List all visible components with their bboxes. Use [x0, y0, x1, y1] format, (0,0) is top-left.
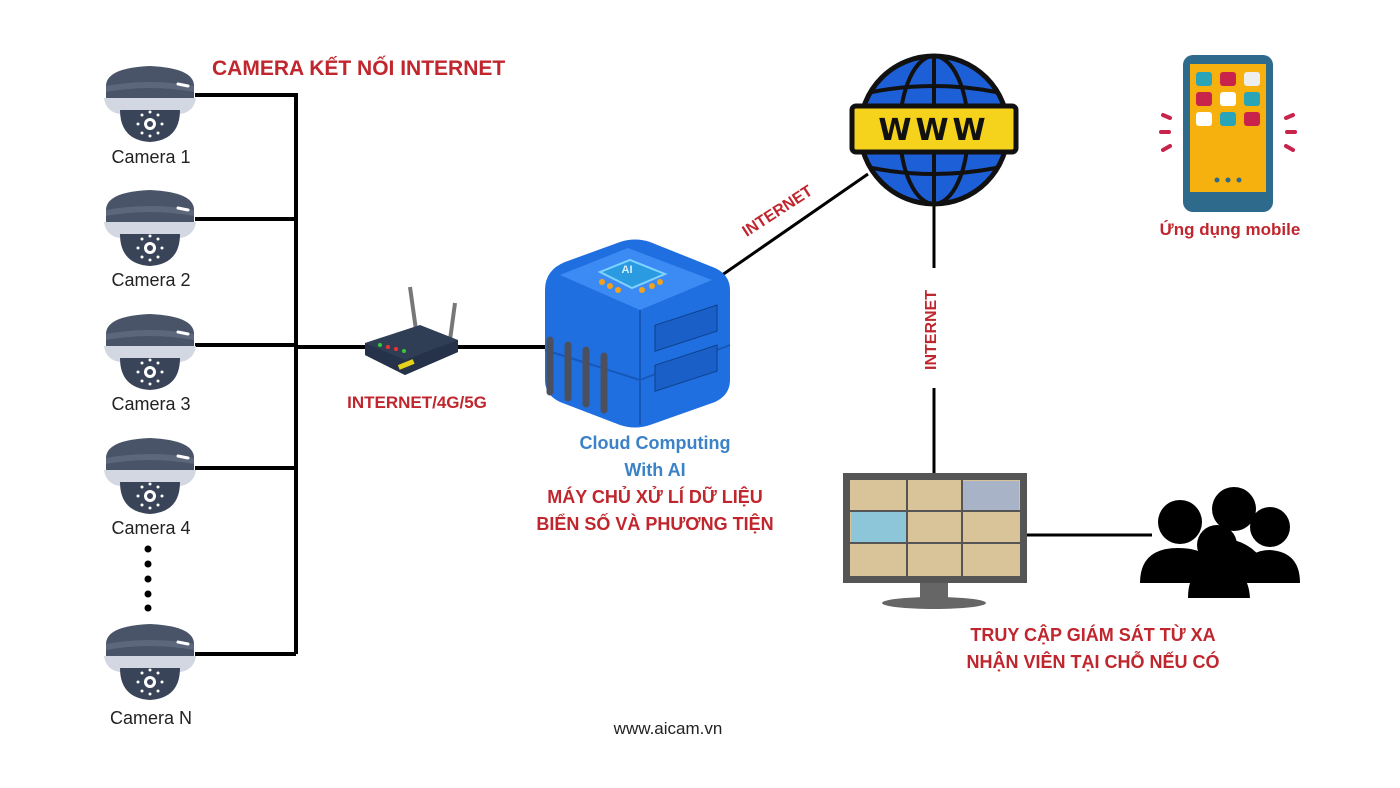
camera-3-label: Camera 3 — [111, 394, 191, 414]
monitor-icon — [843, 473, 1027, 609]
globe-www-icon — [849, 53, 1019, 207]
server-desc-line1: MÁY CHỦ XỬ LÍ DỮ LIỆU — [547, 487, 763, 507]
cloud-computing-label: Cloud Computing — [579, 433, 731, 453]
mobile-app-label: Ứng dụng mobile — [1159, 220, 1301, 239]
camera-4-label: Camera 4 — [111, 518, 191, 538]
ai-server-icon: AI — [544, 239, 731, 428]
internet-link-label-vertical: INTERNET — [923, 290, 940, 370]
camera-2-label: Camera 2 — [111, 270, 191, 290]
mobile-phone-icon — [1159, 55, 1297, 212]
globe-www-text: WWW — [878, 113, 990, 148]
svg-text:AI: AI — [622, 264, 633, 276]
remote-monitoring-label: TRUY CẬP GIÁM SÁT TỪ XA — [970, 625, 1216, 645]
ellipsis-dots-icon — [144, 545, 152, 612]
camera-1-label: Camera 1 — [111, 147, 191, 167]
people-group-icon — [1140, 487, 1300, 598]
onsite-staff-label: NHẬN VIÊN TẠI CHỖ NẾU CÓ — [966, 652, 1220, 672]
with-ai-label: With AI — [624, 460, 686, 480]
server-desc-line2: BIỂN SỐ VÀ PHƯƠNG TIỆN — [536, 514, 774, 534]
router-label: INTERNET/4G/5G — [347, 393, 487, 412]
page-title: CAMERA KẾT NỐI INTERNET — [212, 57, 506, 80]
camera-n-label: Camera N — [109, 708, 193, 728]
footer-website: www.aicam.vn — [613, 719, 723, 738]
router-icon — [365, 286, 458, 375]
